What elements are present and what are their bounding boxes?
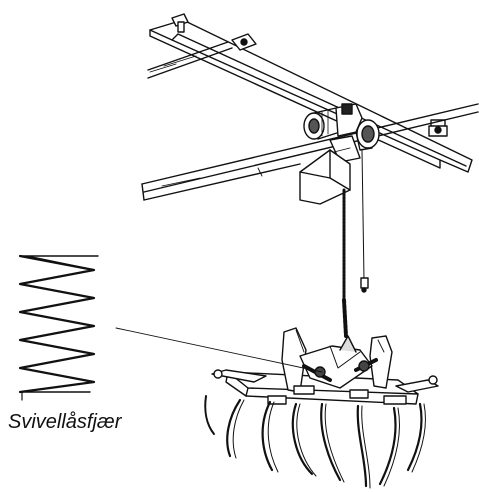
top-left-rail — [147, 41, 233, 79]
trolley-hoist — [299, 103, 380, 338]
swivel-lock-spring — [18, 254, 99, 401]
spring-label: Svivellåsfjær — [8, 411, 122, 433]
overhead-main-beam — [149, 13, 473, 173]
lower-runway-rail — [141, 103, 479, 201]
spring-leader-line — [115, 327, 323, 373]
lifting-grab — [204, 327, 439, 489]
